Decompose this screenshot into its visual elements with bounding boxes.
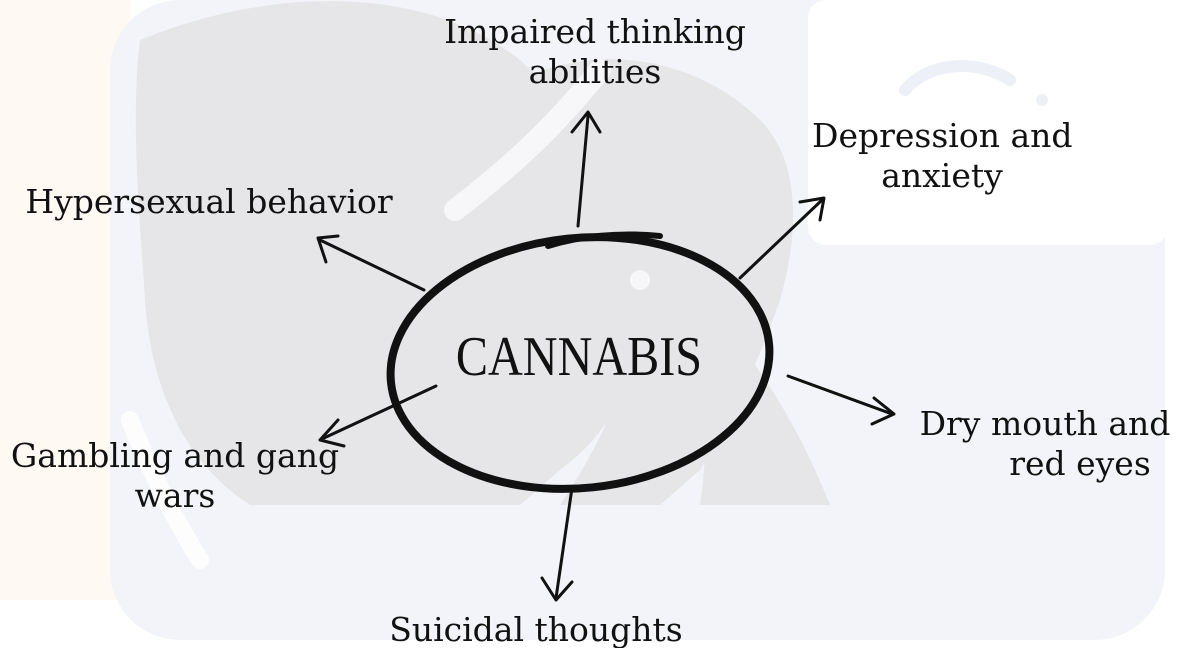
label-gambling-line1: Gambling and gang	[10, 436, 340, 475]
arrow-depression	[738, 196, 826, 280]
label-impaired-thinking-line2: abilities	[528, 52, 662, 91]
label-depression: Depression and anxiety	[812, 116, 1073, 196]
label-gambling: Gambling and gang wars	[8, 436, 342, 516]
center-label: CANNABIS	[455, 326, 703, 388]
label-depression-line1: Depression and	[812, 116, 1073, 155]
arrow-gambling	[318, 384, 438, 448]
label-suicidal-line1: Suicidal thoughts	[389, 610, 683, 648]
label-suicidal: Suicidal thoughts	[376, 610, 696, 648]
arrow-impaired-thinking	[570, 110, 602, 228]
center-ellipse-stroke	[545, 231, 663, 249]
label-dry-mouth: Dry mouth and red eyes	[916, 404, 1174, 484]
label-gambling-line2: wars	[134, 476, 216, 515]
label-dry-mouth-line1: Dry mouth and	[919, 404, 1171, 443]
label-impaired-thinking: Impaired thinking abilities	[440, 12, 750, 92]
label-hypersexual: Hypersexual behavior	[22, 182, 396, 222]
label-dry-mouth-line2: red eyes	[1009, 444, 1151, 483]
arrow-dry-mouth	[786, 374, 896, 426]
label-depression-line2: anxiety	[881, 156, 1003, 195]
label-hypersexual-line1: Hypersexual behavior	[25, 182, 393, 221]
arrow-hypersexual	[316, 234, 426, 292]
label-impaired-thinking-line1: Impaired thinking	[444, 12, 746, 51]
arrow-suicidal	[540, 486, 574, 602]
